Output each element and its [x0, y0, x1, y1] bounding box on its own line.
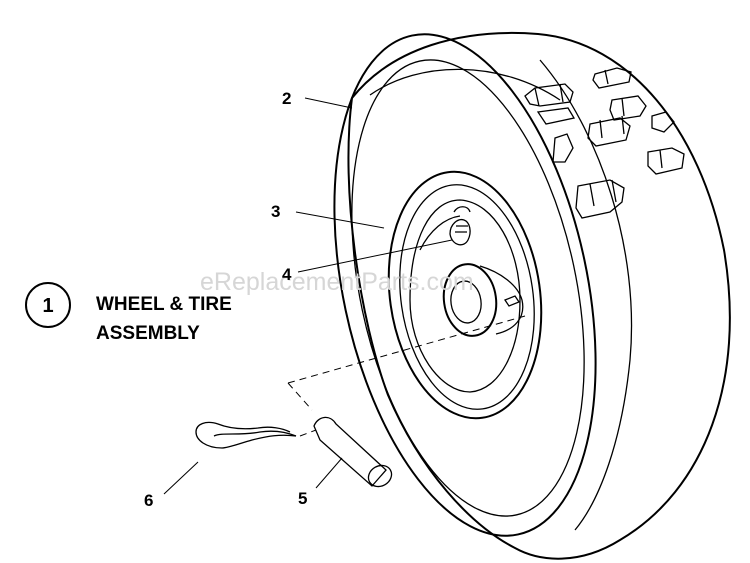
pin-axis-line-upper	[287, 315, 526, 384]
leader-line-4	[297, 239, 453, 273]
rim	[387, 170, 543, 420]
assembly-title-line2: ASSEMBLY	[96, 323, 200, 344]
hub-hole	[504, 295, 520, 307]
tread-lug	[552, 133, 574, 163]
pin-axis-line-drop	[287, 382, 313, 411]
leader-line-2	[304, 97, 353, 109]
callout-4: 4	[282, 265, 292, 284]
rim-bead	[419, 215, 461, 251]
valve-stem	[449, 206, 471, 246]
rim-flange	[399, 184, 535, 410]
rim-outer-edge	[387, 170, 543, 420]
tread-lug	[647, 147, 685, 175]
tread-lug	[536, 107, 576, 125]
hub-sleeve	[479, 265, 524, 335]
leader-line-6	[163, 461, 199, 495]
tire-sidewall-inner	[351, 59, 585, 517]
tread-lug	[592, 67, 632, 89]
tread-lug	[575, 179, 625, 219]
tread-lug	[587, 115, 631, 147]
tire-tread-lugs	[524, 67, 685, 219]
pin-head	[367, 464, 393, 488]
pin	[313, 416, 393, 488]
valve-stem-body	[449, 218, 471, 246]
leader-line-3	[295, 211, 385, 229]
hairpin-clip	[195, 421, 297, 449]
clip-axis-line	[299, 429, 317, 437]
tire-sidewall-outer	[333, 33, 597, 537]
rim-hub	[442, 263, 498, 337]
leader-line-5	[315, 457, 343, 489]
assembly-reference: 1 WHEEL & TIRE ASSEMBLY	[25, 282, 232, 344]
assembly-title-line1: WHEEL & TIRE	[96, 294, 232, 315]
watermark: eReplacementParts.com	[200, 268, 474, 296]
tread-lug	[524, 83, 574, 107]
rim-inner-contour	[409, 199, 521, 393]
callout-5: 5	[298, 489, 307, 508]
tire	[333, 31, 731, 560]
pin-shaft	[313, 416, 387, 487]
assembly-number-circle	[25, 282, 71, 328]
callout-3: 3	[271, 202, 280, 221]
callout-6: 6	[144, 491, 153, 510]
tire-shoulder-line	[369, 68, 561, 101]
hairpin-clip-wire	[195, 421, 297, 449]
tread-lug	[651, 111, 675, 133]
tire-tread-edge	[539, 59, 633, 531]
hairpin-clip-loop	[213, 430, 297, 437]
callout-2: 2	[282, 89, 291, 108]
tread-lug	[609, 95, 647, 121]
rim-hub-bore	[450, 280, 482, 324]
valve-stem-cap	[453, 206, 471, 233]
assembly-number: 1	[42, 295, 53, 317]
